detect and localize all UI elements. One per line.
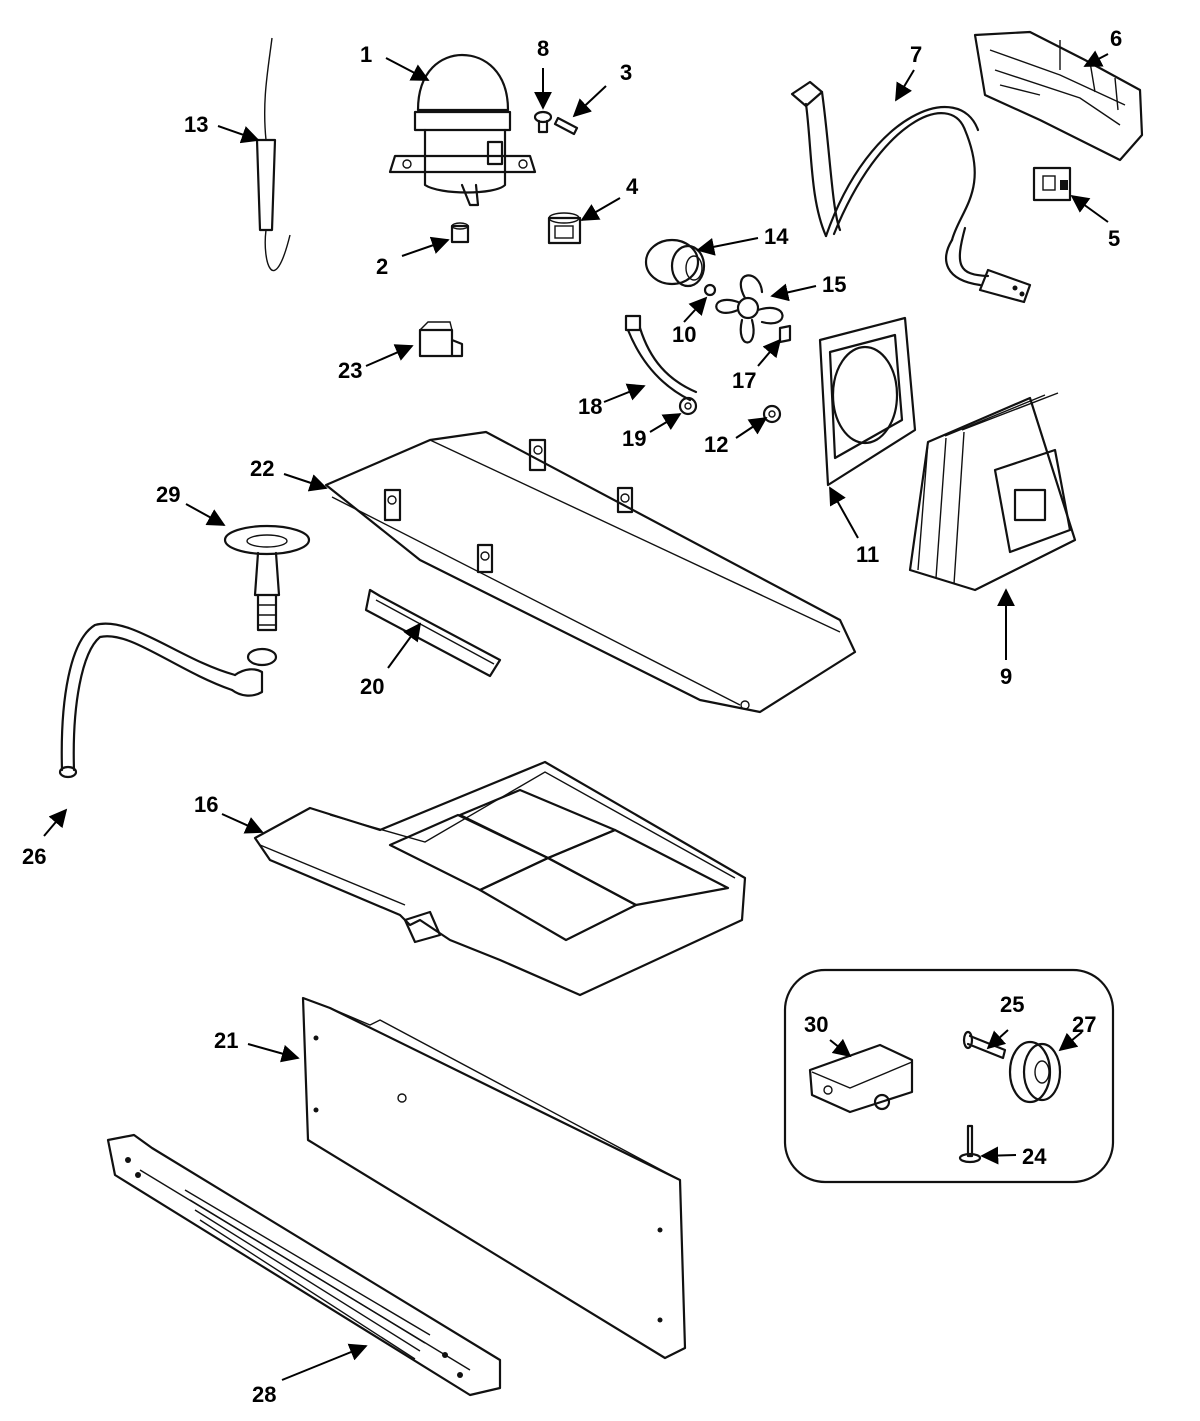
callout-4: 4 — [626, 174, 639, 199]
part-27-wheel — [1008, 1040, 1062, 1104]
callout-8: 8 — [537, 36, 549, 61]
callout-30: 30 — [804, 1012, 828, 1037]
callout-29: 29 — [156, 482, 180, 507]
part-4-relay — [547, 212, 582, 245]
part-9-condenser — [908, 392, 1077, 592]
callout-19: 19 — [622, 426, 646, 451]
callout-20: 20 — [360, 674, 384, 699]
part-14-fan-motor — [644, 238, 706, 288]
callout-2: 2 — [376, 254, 388, 279]
callout-12: 12 — [704, 432, 728, 457]
callout-16: 16 — [194, 792, 218, 817]
callout-5: 5 — [1108, 226, 1120, 251]
part-2-grommet — [450, 222, 470, 244]
callout-11: 11 — [856, 542, 879, 567]
part-25-bolt — [962, 1030, 1007, 1060]
part-3-clip — [553, 116, 579, 136]
callout-15: 15 — [822, 272, 846, 297]
part-22-base-tray — [324, 430, 857, 714]
callout-9: 9 — [1000, 664, 1012, 689]
callout-24: 24 — [1022, 1144, 1047, 1169]
callout-28: 28 — [252, 1382, 276, 1407]
part-8-screw — [533, 110, 553, 134]
part-18-bracket — [624, 314, 698, 402]
part-13-drier — [255, 37, 291, 272]
part-30-roller-bracket — [808, 1043, 914, 1114]
part-16-drain-pan — [253, 760, 747, 997]
inset-box — [783, 968, 1115, 1184]
callout-27: 27 — [1072, 1012, 1096, 1037]
part-11-shroud — [818, 316, 917, 487]
callout-labels: 1 2 3 4 5 6 7 8 9 10 11 12 13 14 15 16 1… — [22, 26, 1122, 1407]
callout-10: 10 — [672, 322, 696, 347]
callout-26: 26 — [22, 844, 46, 869]
callout-13: 13 — [184, 112, 208, 137]
callout-22: 22 — [250, 456, 274, 481]
part-28-toe-grille — [106, 1133, 502, 1397]
part-5-switch — [1032, 166, 1072, 202]
part-12-grommet — [762, 404, 782, 424]
part-10-nut — [703, 283, 717, 297]
callout-21: 21 — [214, 1028, 238, 1053]
part-7-power-cord — [790, 80, 1032, 304]
part-21-rear-panel — [301, 996, 687, 1360]
callout-23: 23 — [338, 358, 362, 383]
callout-14: 14 — [764, 224, 789, 249]
part-6-cover — [973, 30, 1144, 162]
part-24-leveling-leg — [958, 1124, 982, 1164]
leader-lines — [43, 50, 1109, 1381]
part-1-compressor — [388, 53, 537, 207]
callout-18: 18 — [578, 394, 602, 419]
part-23-relay — [418, 321, 464, 358]
part-26-drain-tube — [58, 622, 278, 779]
callout-7: 7 — [910, 42, 922, 67]
callout-3: 3 — [620, 60, 632, 85]
callout-17: 17 — [732, 368, 756, 393]
part-29-drain-funnel — [223, 524, 311, 632]
part-15-fan-blade — [715, 274, 784, 344]
part-19-grommet — [678, 396, 698, 416]
callout-6: 6 — [1110, 26, 1122, 51]
part-20-channel — [364, 588, 502, 678]
callout-1: 1 — [360, 42, 372, 67]
callout-25: 25 — [1000, 992, 1024, 1017]
part-17-clip — [778, 324, 792, 344]
